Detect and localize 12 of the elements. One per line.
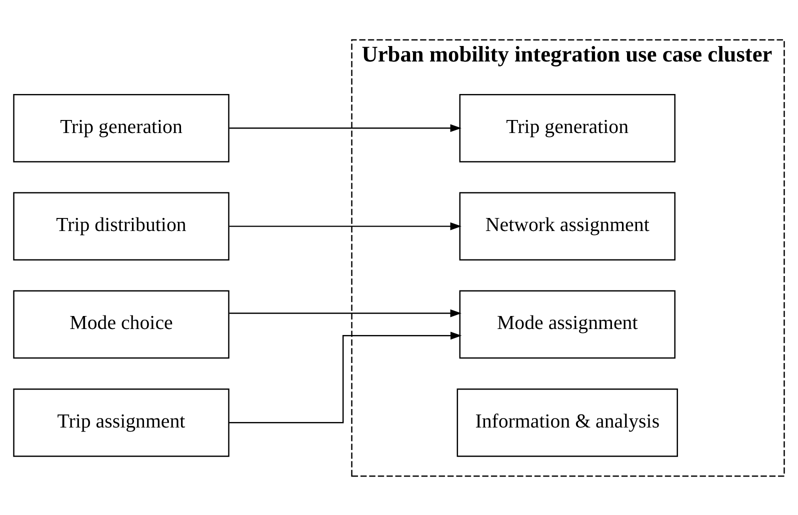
node-box: Network assignment xyxy=(459,192,676,260)
arrow xyxy=(229,222,462,230)
node-box: Information & analysis xyxy=(456,388,678,456)
node-box: Trip assignment xyxy=(13,388,230,456)
node-box: Trip distribution xyxy=(13,192,230,260)
arrow xyxy=(229,124,462,132)
node-box: Trip generation xyxy=(13,93,230,162)
node-box: Mode choice xyxy=(13,290,230,358)
node-box: Mode assignment xyxy=(459,290,676,358)
arrow xyxy=(229,308,462,317)
node-box: Trip generation xyxy=(459,93,676,162)
arrow xyxy=(228,331,462,423)
